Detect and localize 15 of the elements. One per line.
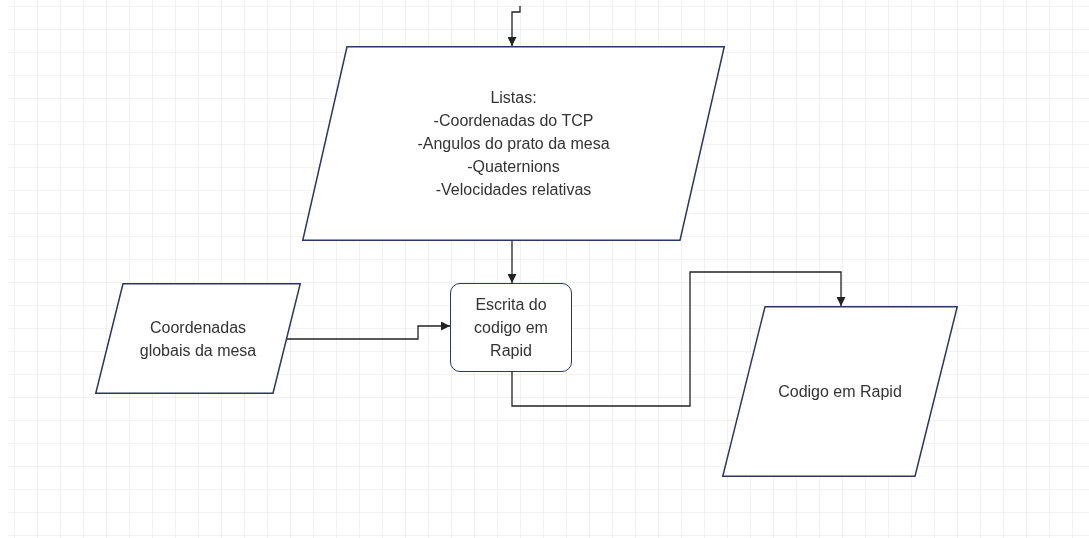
data-parallelogram	[722, 306, 958, 477]
data-parallelogram	[95, 283, 301, 394]
arrow	[511, 271, 846, 407]
node-text: Escrita do codigo em Rapid	[473, 295, 549, 361]
node-text: -Quaternions	[467, 157, 560, 177]
node-text: -Coordenadas do TCP	[433, 111, 594, 131]
node-text: -Angulos do prato da mesa	[417, 134, 610, 154]
node-text: Codigo em Rapid	[778, 382, 902, 402]
arrow	[507, 5, 521, 47]
process-box	[450, 283, 572, 372]
node-text: Coordenadas globais da mesa	[138, 317, 258, 361]
arrow	[507, 240, 517, 284]
arrow	[286, 321, 451, 340]
node-text: Listas:	[490, 88, 537, 108]
node-text: -Velocidades relativas	[435, 180, 592, 200]
